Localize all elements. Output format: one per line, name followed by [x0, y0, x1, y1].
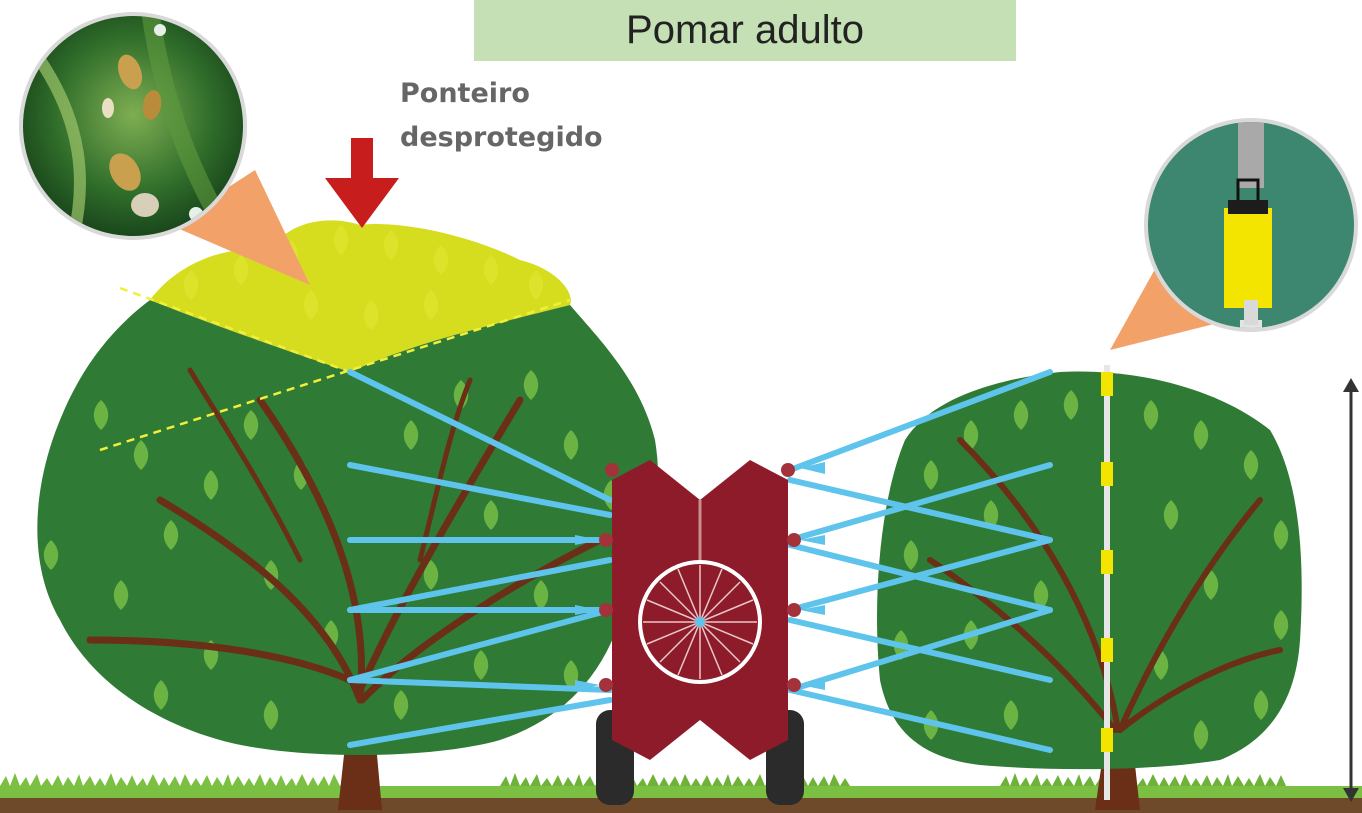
collector-callout — [1110, 118, 1358, 350]
down-arrow-icon — [325, 138, 399, 228]
collector-card-5 — [1101, 728, 1113, 752]
ground — [0, 773, 1362, 813]
collector-pole — [1101, 365, 1113, 800]
collector-card-4 — [1101, 638, 1113, 662]
unprotected-boundary — [99, 286, 571, 452]
psyllid-callout — [19, 12, 310, 285]
right-tree — [877, 371, 1302, 810]
sprayer — [575, 460, 825, 805]
height-arrow — [1343, 378, 1359, 802]
left-tree-branches — [86, 367, 604, 704]
annotation-line-2: desprotegido — [400, 122, 603, 153]
collector-card-1 — [1101, 372, 1113, 396]
left-tree — [37, 220, 659, 810]
collector-card-2 — [1101, 462, 1113, 486]
page-title: Pomar adulto — [474, 0, 1016, 61]
annotation-line-1: Ponteiro — [400, 78, 530, 109]
right-tree-canopy — [877, 371, 1302, 770]
spray-jets-left — [347, 369, 613, 748]
spray-jets-right — [787, 369, 1053, 753]
collector-card-3 — [1101, 550, 1113, 574]
